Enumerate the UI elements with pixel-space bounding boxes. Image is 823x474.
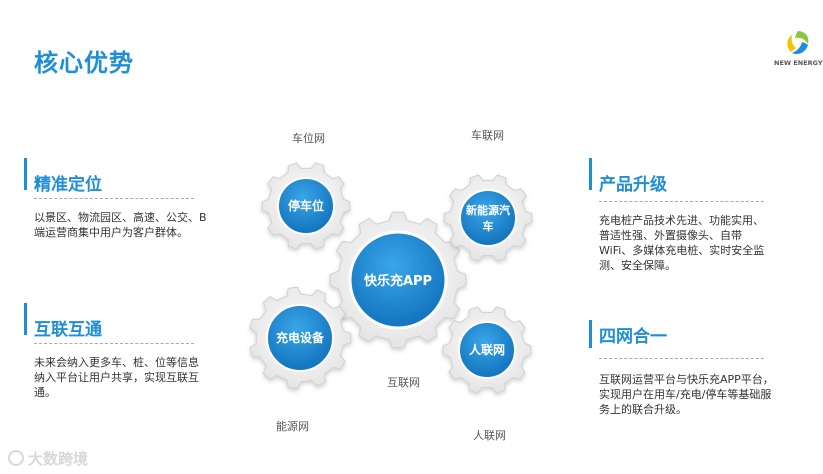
accent-bar	[589, 158, 592, 190]
gear-parking	[261, 162, 351, 250]
label-parking-network: 车位网	[292, 132, 325, 145]
gear-label-new-energy-car-line2: 车	[483, 219, 494, 233]
gear-people-network	[442, 306, 532, 394]
gear-charging-equipment	[249, 286, 352, 390]
dashed-divider	[34, 198, 194, 199]
label-energy-network: 能源网	[276, 420, 309, 433]
gear-label-charging-equipment: 充电设备	[276, 330, 325, 345]
watermark: 大数跨境	[8, 448, 88, 469]
feature-description: 充电桩产品技术先进、功能实用、普适性强、外置摄像头、自带WiFi、多媒体充电桩、…	[599, 214, 765, 272]
logo-text: NEW ENERGY	[774, 59, 823, 67]
watermark-icon	[8, 450, 24, 466]
feature-product-upgrade: 产品升级 充电桩产品技术先进、功能实用、普适性强、外置摄像头、自带WiFi、多媒…	[589, 158, 779, 278]
feature-title: 四网合一	[599, 327, 667, 347]
accent-bar	[589, 320, 592, 348]
label-vehicle-network: 车联网	[471, 129, 504, 142]
accent-bar	[24, 303, 27, 335]
gear-new-energy-car	[443, 174, 533, 262]
gear-label-parking: 停车位	[288, 198, 324, 213]
feature-description: 未来会纳入更多车、桩、位等信息纳入平台让用户共享，实现互联互通。	[34, 356, 199, 399]
feature-description: 以景区、物流园区、高速、公交、B端运营商集中用户为客户群体。	[34, 211, 207, 239]
dashed-divider	[599, 201, 764, 202]
gear-label-center: 快乐充APP	[364, 273, 432, 289]
feature-title: 产品升级	[599, 175, 667, 195]
gear-center	[329, 211, 467, 349]
watermark-text: 大数跨境	[28, 450, 89, 468]
feature-four-networks: 四网合一 互联网运营平台与快乐充APP平台，实现用户在用车/充电/停车等基础服务…	[589, 320, 779, 430]
dashed-divider	[599, 358, 764, 359]
dashed-divider	[34, 343, 194, 344]
leaf-logo-icon	[787, 31, 809, 55]
gear-label-new-energy-car-line1: 新能源汽	[466, 203, 510, 217]
brand-logo: NEW ENERGY	[774, 28, 823, 70]
feature-title: 互联互通	[34, 320, 102, 340]
feature-title: 精准定位	[34, 175, 102, 195]
feature-precise-positioning: 精准定位 以景区、物流园区、高速、公交、B端运营商集中用户为客户群体。	[24, 158, 207, 248]
page-title: 核心优势	[34, 49, 134, 77]
accent-bar	[24, 158, 27, 190]
gear-label-people-network: 人联网	[469, 342, 505, 357]
feature-description: 互联网运营平台与快乐充APP平台，实现用户在用车/充电/停车等基础服务上的联合升…	[599, 373, 774, 416]
feature-interconnection: 互联互通 未来会纳入更多车、桩、位等信息纳入平台让用户共享，实现互联互通。	[24, 303, 204, 413]
label-internet: 互联网	[387, 376, 420, 389]
label-people-network: 人联网	[473, 429, 506, 442]
